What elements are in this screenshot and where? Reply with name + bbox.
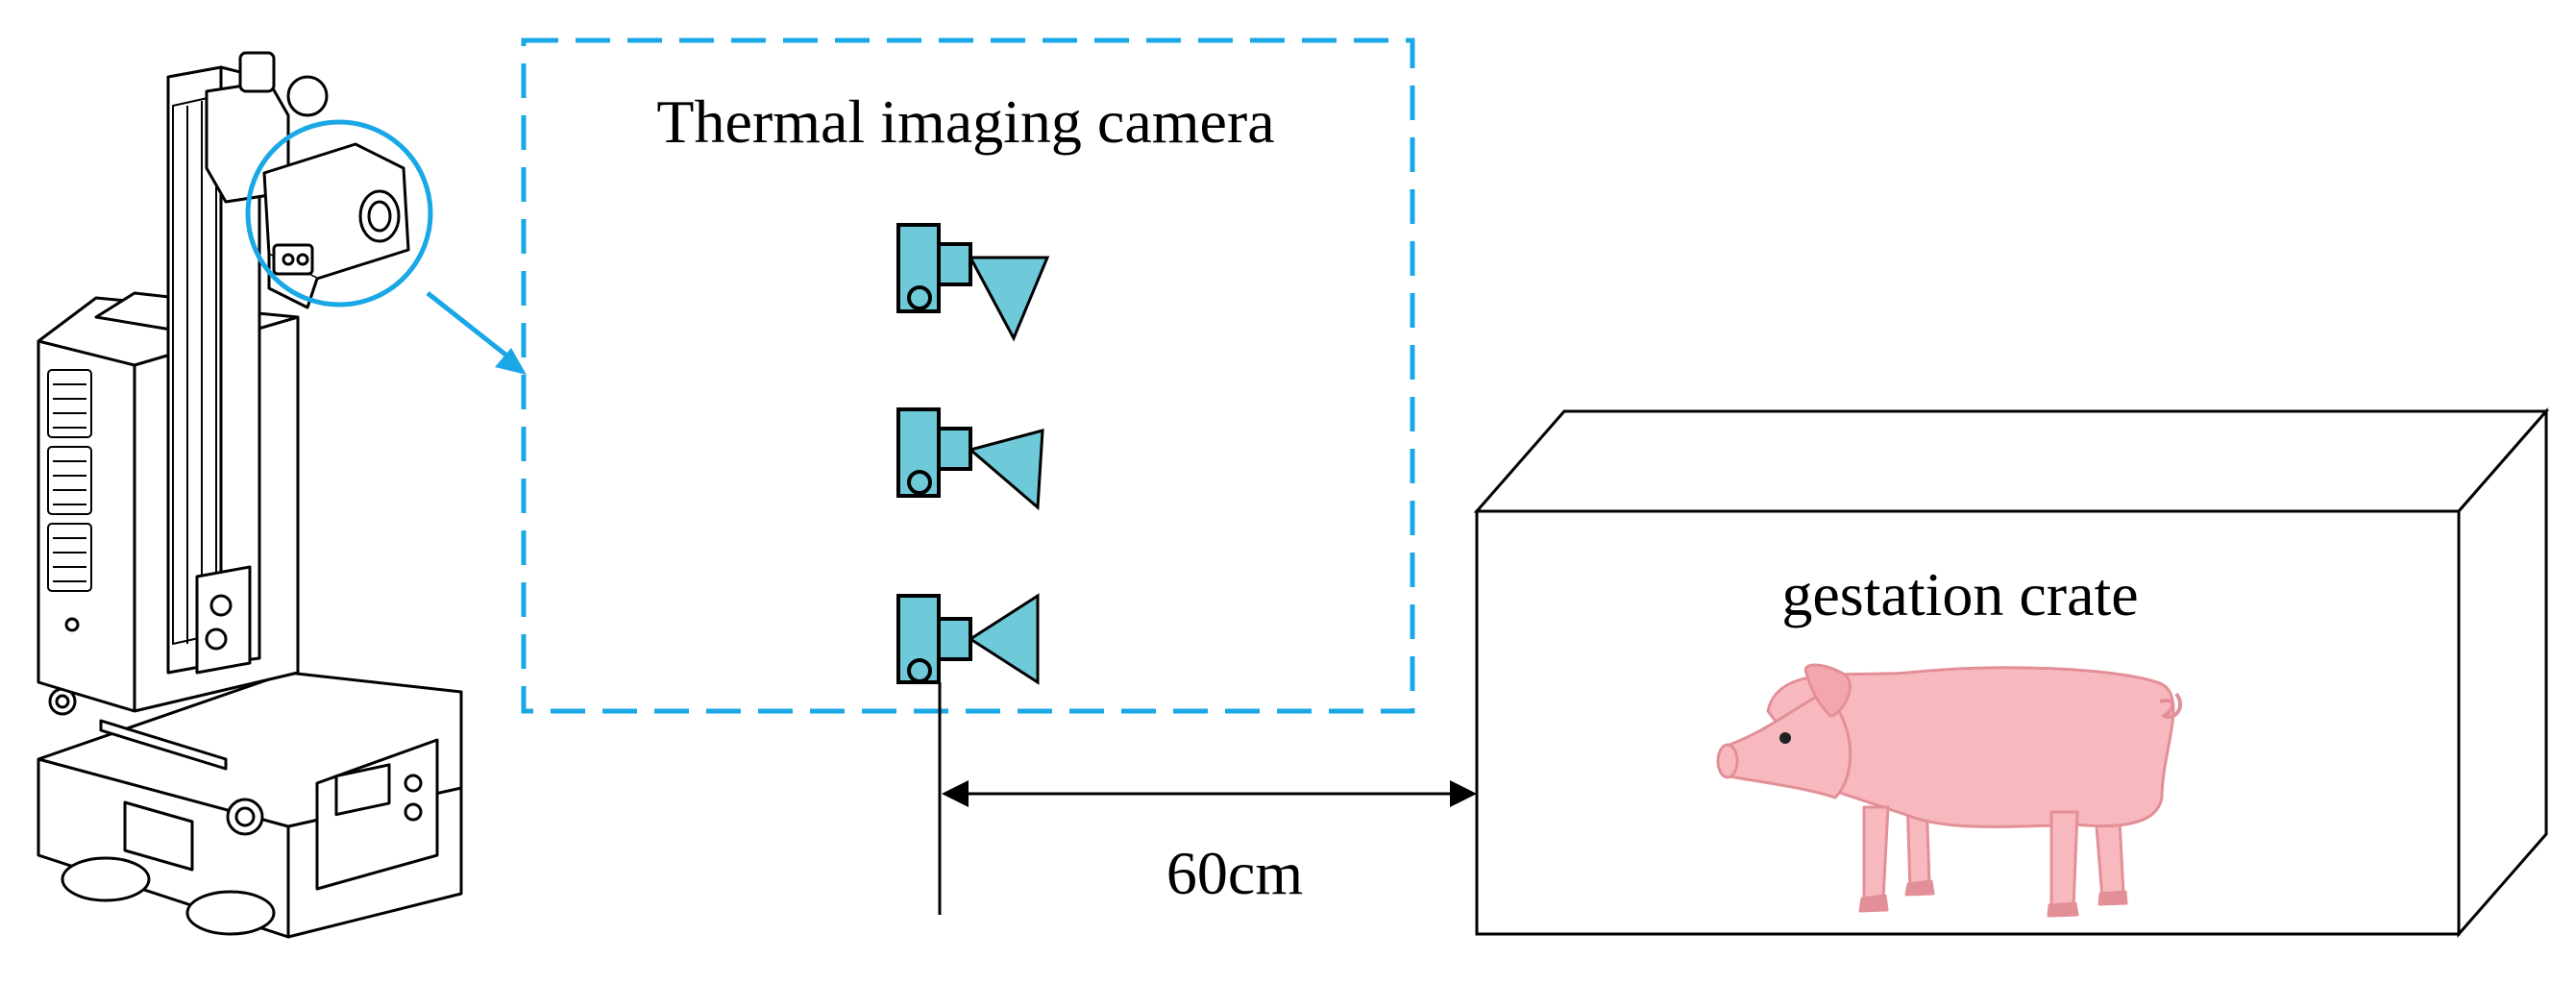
distance-label: 60cm xyxy=(1166,839,1303,907)
inspection-robot-icon xyxy=(37,51,463,939)
crate-label: gestation crate xyxy=(1781,560,2138,628)
thermal-camera-icon xyxy=(896,223,1050,342)
camera-panel xyxy=(521,37,1415,714)
thermal-camera-icon xyxy=(896,407,1044,511)
camera-highlight-circle xyxy=(245,119,433,308)
distance-arrow xyxy=(942,780,1477,807)
pig-icon xyxy=(1716,663,2183,918)
callout-arrow xyxy=(426,291,527,375)
camera-panel-title: Thermal imaging camera xyxy=(656,87,1274,156)
thermal-camera-icon xyxy=(896,593,1040,685)
